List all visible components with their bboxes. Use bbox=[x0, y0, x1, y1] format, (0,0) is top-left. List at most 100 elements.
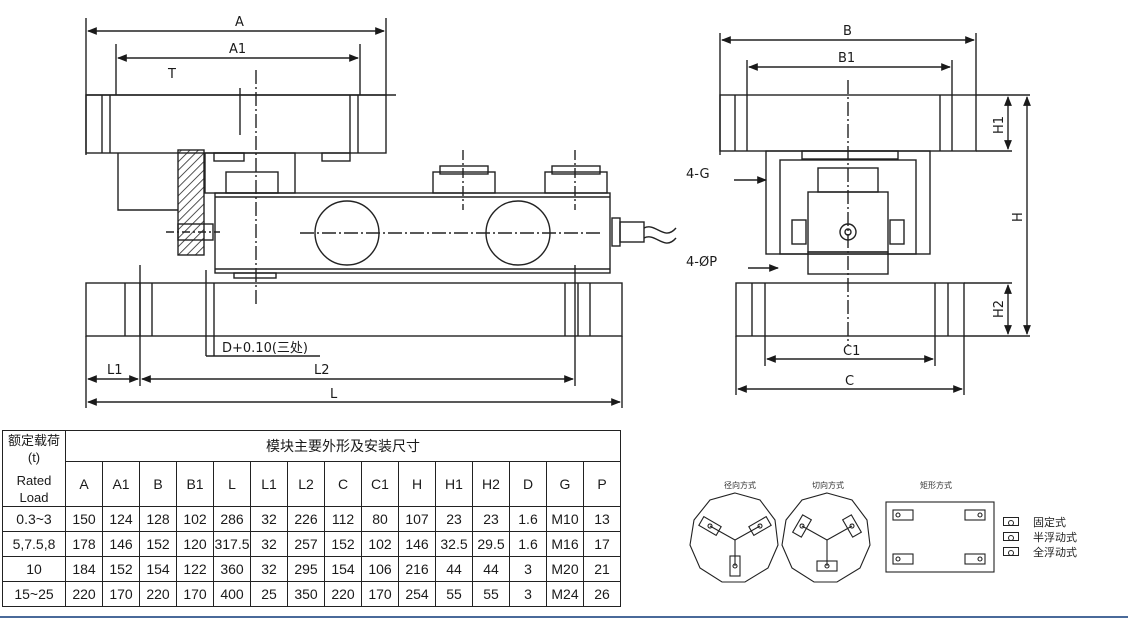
mounting-legend: 固定式 半浮动式 全浮动式 bbox=[1003, 514, 1077, 559]
table-cell: 32 bbox=[250, 531, 288, 557]
table-cell: 317.5 bbox=[213, 531, 251, 557]
dim-label-g: 4-G bbox=[686, 167, 710, 182]
group-title: 模块主要外形及安装尺寸 bbox=[65, 430, 621, 462]
table-cell: 3 bbox=[509, 581, 547, 607]
table-cell: 170 bbox=[361, 581, 399, 607]
table-cell: 286 bbox=[213, 506, 251, 532]
dim-label-l2: L2 bbox=[314, 363, 330, 378]
radial-diagram bbox=[689, 492, 779, 583]
label-rectangular-method: 矩形方式 bbox=[920, 481, 952, 490]
table-cell: 44 bbox=[472, 556, 510, 582]
table-cell: 29.5 bbox=[472, 531, 510, 557]
table-cell: 152 bbox=[324, 531, 362, 557]
dim-label-d-note: D+0.10(三处) bbox=[222, 341, 308, 356]
column-header: B1 bbox=[176, 461, 214, 507]
row-header-en: Rated Load bbox=[16, 472, 52, 505]
table-cell: 152 bbox=[139, 531, 177, 557]
bottom-rule bbox=[0, 616, 1128, 618]
table-cell: 44 bbox=[435, 556, 473, 582]
table-cell: 150 bbox=[65, 506, 103, 532]
table-cell: 1.6 bbox=[509, 506, 547, 532]
row-header: 额定载荷(t) Rated Load bbox=[2, 430, 66, 507]
table-cell: 360 bbox=[213, 556, 251, 582]
column-header: G bbox=[546, 461, 584, 507]
row-header-cn: 额定载荷(t) bbox=[7, 432, 60, 465]
dim-label-b1: B1 bbox=[838, 51, 855, 66]
tangential-diagram bbox=[781, 492, 871, 583]
table-cell: 102 bbox=[176, 506, 214, 532]
column-header: C1 bbox=[361, 461, 399, 507]
column-header: H1 bbox=[435, 461, 473, 507]
table-cell: 21 bbox=[583, 556, 621, 582]
column-header: L1 bbox=[250, 461, 288, 507]
table-cell: 26 bbox=[583, 581, 621, 607]
table-cell: 184 bbox=[65, 556, 103, 582]
table-cell: 80 bbox=[361, 506, 399, 532]
table-cell: 152 bbox=[102, 556, 140, 582]
table-cell: 170 bbox=[102, 581, 140, 607]
legend-fixed: 固定式 bbox=[1003, 514, 1077, 529]
rectangular-diagram bbox=[885, 501, 995, 573]
label-tangential-method: 切向方式 bbox=[812, 481, 844, 490]
rated-load-cell: 5,7.5,8 bbox=[2, 531, 66, 557]
table-cell: 112 bbox=[324, 506, 362, 532]
table-cell: M20 bbox=[546, 556, 584, 582]
dim-label-h2: H2 bbox=[992, 300, 1007, 318]
table-cell: 55 bbox=[472, 581, 510, 607]
column-header: P bbox=[583, 461, 621, 507]
rated-load-cell: 0.3~3 bbox=[2, 506, 66, 532]
table-cell: 178 bbox=[65, 531, 103, 557]
table-cell: 32.5 bbox=[435, 531, 473, 557]
table-cell: 220 bbox=[139, 581, 177, 607]
table-cell: 254 bbox=[398, 581, 436, 607]
table-cell: 124 bbox=[102, 506, 140, 532]
front-view bbox=[85, 18, 677, 408]
table-cell: 400 bbox=[213, 581, 251, 607]
dim-label-t: T bbox=[167, 67, 176, 82]
table-cell: 154 bbox=[324, 556, 362, 582]
column-header: B bbox=[139, 461, 177, 507]
legend-full-floating: 全浮动式 bbox=[1003, 544, 1077, 559]
table-cell: 154 bbox=[139, 556, 177, 582]
table-cell: 170 bbox=[176, 581, 214, 607]
table-cell: 220 bbox=[65, 581, 103, 607]
table-cell: 106 bbox=[361, 556, 399, 582]
table-cell: 216 bbox=[398, 556, 436, 582]
table-cell: 32 bbox=[250, 506, 288, 532]
fixed-mount-icon bbox=[1003, 517, 1019, 526]
table-cell: 128 bbox=[139, 506, 177, 532]
table-cell: 25 bbox=[250, 581, 288, 607]
column-header: D bbox=[509, 461, 547, 507]
table-cell: 295 bbox=[287, 556, 325, 582]
column-header: L bbox=[213, 461, 251, 507]
table-cell: 257 bbox=[287, 531, 325, 557]
column-header: C bbox=[324, 461, 362, 507]
table-cell: 120 bbox=[176, 531, 214, 557]
column-header: H bbox=[398, 461, 436, 507]
column-header: L2 bbox=[287, 461, 325, 507]
table-cell: 17 bbox=[583, 531, 621, 557]
dim-label-l1: L1 bbox=[107, 363, 123, 378]
semi-floating-mount-icon bbox=[1003, 532, 1019, 541]
table-cell: 32 bbox=[250, 556, 288, 582]
column-header: A1 bbox=[102, 461, 140, 507]
table-cell: 220 bbox=[324, 581, 362, 607]
mounting-method-diagrams bbox=[689, 492, 995, 583]
full-floating-mount-icon bbox=[1003, 547, 1019, 556]
table-cell: 226 bbox=[287, 506, 325, 532]
column-header: A bbox=[65, 461, 103, 507]
column-header: H2 bbox=[472, 461, 510, 507]
table-cell: M16 bbox=[546, 531, 584, 557]
technical-drawing: A A1 T L1 L2 L D+0.10(三处) B B1 4-G 4-ØP … bbox=[85, 15, 1031, 408]
table-cell: M10 bbox=[546, 506, 584, 532]
dim-label-p: 4-ØP bbox=[686, 255, 717, 270]
table-cell: 23 bbox=[472, 506, 510, 532]
dim-label-c1: C1 bbox=[843, 344, 860, 359]
table-cell: 3 bbox=[509, 556, 547, 582]
table-cell: 107 bbox=[398, 506, 436, 532]
table-cell: 122 bbox=[176, 556, 214, 582]
table-cell: 1.6 bbox=[509, 531, 547, 557]
table-cell: 23 bbox=[435, 506, 473, 532]
table-cell: 102 bbox=[361, 531, 399, 557]
